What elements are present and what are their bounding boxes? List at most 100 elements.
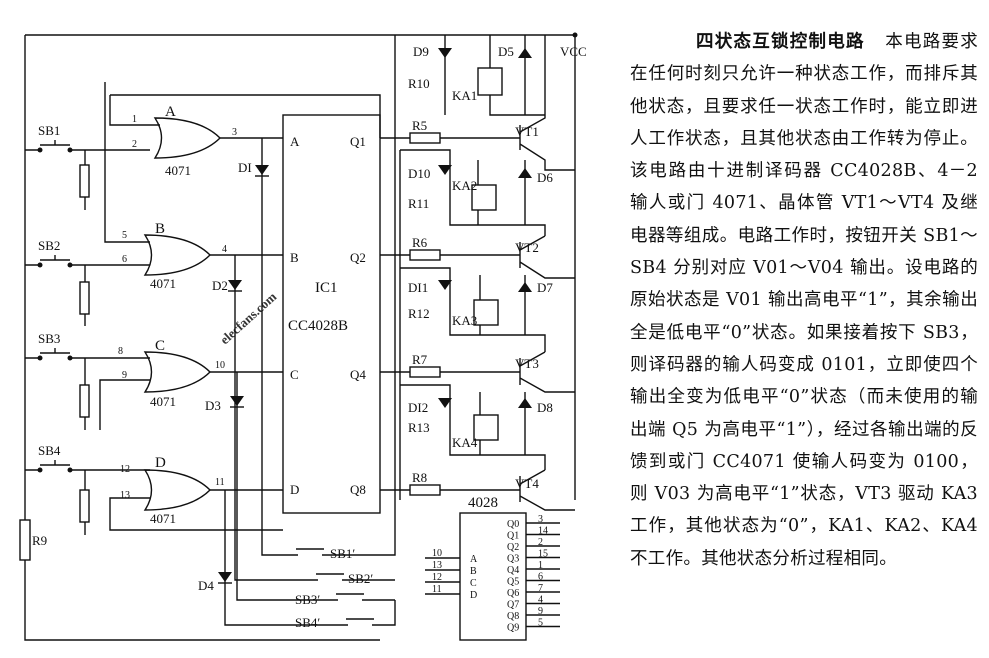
pinout-output-label: Q8 [507,611,519,622]
pinout-output-label: Q2 [507,542,519,553]
pinout-4028-box [459,512,527,641]
pinout-output-label: Q4 [507,565,519,576]
pinout-output-pin: 6 [538,572,543,583]
ic1-part: CC4028B [288,318,348,334]
pinout-output-label: Q6 [507,588,519,599]
gate-a-label: A [165,104,176,120]
circuit-diagram: R9 SB1 SB2 SB3 SB4 A 4071 1 2 3 B 4071 5… [19,32,587,641]
sb3p-label: SB3′ [295,592,320,607]
description-title: 四状态互锁控制电路 [696,32,865,52]
d3-label: D3 [205,398,221,413]
vt4-label: VT4 [515,476,539,491]
r9-resistor [19,519,31,561]
gate-c-pin10: 10 [215,360,225,371]
gate-c-type: 4071 [150,394,176,409]
pinout-input-pin: 12 [432,572,442,583]
gate-d-pin13: 13 [120,490,130,501]
sb4-label: SB4 [38,443,61,458]
pinout-output-pin: 1 [538,560,543,571]
ic1-pin-a: A [290,134,300,149]
sb3-label: SB3 [38,331,60,346]
gate-a-pin2: 2 [132,139,137,150]
gate-b-pin4: 4 [222,244,227,255]
gate-a-type: 4071 [165,163,191,178]
or-gate-c [99,351,283,430]
or-gate-a [109,94,381,159]
d5-label: D5 [498,44,514,59]
sb4p-label: SB4′ [295,615,320,630]
r11-label: R11 [408,196,429,211]
pinout-input-pin: 11 [432,584,442,595]
vt3-label: VT3 [515,356,539,371]
r5-label: R5 [412,118,427,133]
ic1-pin-q8: Q8 [350,482,366,497]
gate-b-pin5: 5 [122,230,127,241]
pinout-output-pin: 14 [538,526,548,537]
pinout-title: 4028 [468,495,498,511]
pinout-output-label: Q1 [507,531,519,542]
vt1-label: VT1 [515,124,539,139]
ic1-pin-q2: Q2 [350,250,366,265]
pinout-output-pin: 7 [538,583,543,594]
di-label: DI [238,160,252,175]
ka4-label: KA4 [452,435,478,450]
pinout-input-pin: 13 [432,560,442,571]
d10-label: D10 [408,166,430,181]
gate-b-type: 4071 [150,276,176,291]
gate-c-pin8: 8 [118,346,123,357]
ka1-label: KA1 [452,88,477,103]
gate-d-label: D [155,455,166,471]
pinout-output-label: Q0 [507,519,519,530]
top-rail-wire [25,34,576,500]
pinout-output-label: Q9 [507,623,519,634]
pinout-output-pin: 2 [538,537,543,548]
d2-label: D2 [212,278,228,293]
ic1-pin-d: D [290,482,299,497]
feedback-diodes [218,138,340,626]
pinout-output-pin: 5 [538,618,543,629]
sb1-switch [25,140,150,210]
d9-label: D9 [413,44,429,59]
gate-d-pin11: 11 [215,477,225,488]
sb-prime-switches [290,35,396,626]
d7-label: D7 [537,280,553,295]
gate-a-pin1: 1 [132,114,137,125]
r10-label: R10 [408,76,430,91]
pinout-output-pin: 15 [538,549,548,560]
gate-d-type: 4071 [150,511,176,526]
description-body: 本电路要求在任何时刻只允许一种状态工作，而排斥其他状态，且要求任一状态工作时，能… [630,32,979,569]
r6-label: R6 [412,235,428,250]
pinout-output-pin: 4 [538,595,543,606]
sb2-switch [25,255,150,326]
or-gate-b [104,82,283,276]
pinout-output-label: Q3 [507,554,519,565]
gate-a-pin3: 3 [232,127,237,138]
ic1-pin-c: C [290,367,299,382]
watermark: elecfans.com [217,289,279,347]
pinout-input-pin: 10 [432,548,442,559]
ic1-ref: IC1 [315,280,338,296]
ic1-pin-b: B [290,250,299,265]
r13-label: R13 [408,420,430,435]
pinout-input-label: B [470,566,477,577]
pinout-input-label: A [470,554,478,565]
d8-label: D8 [537,400,553,415]
di2-label: DI2 [408,400,428,415]
ka3-label: KA3 [452,313,477,328]
ic1-pin-q4: Q4 [350,367,366,382]
vt2-label: VT2 [515,240,539,255]
sb1-label: SB1 [38,123,60,138]
r7-label: R7 [412,352,428,367]
or-gate-d [109,469,283,531]
sb2p-label: SB2′ [348,571,373,586]
gate-b-label: B [155,221,165,237]
gate-d-pin12: 12 [120,464,130,475]
pinout-input-label: D [470,590,477,601]
gate-c-label: C [155,338,165,354]
ka2-label: KA2 [452,178,477,193]
r8-label: R8 [412,470,427,485]
ic1-pin-q1: Q1 [350,134,366,149]
vcc-label: VCC [560,44,587,59]
d4-label: D4 [198,578,214,593]
